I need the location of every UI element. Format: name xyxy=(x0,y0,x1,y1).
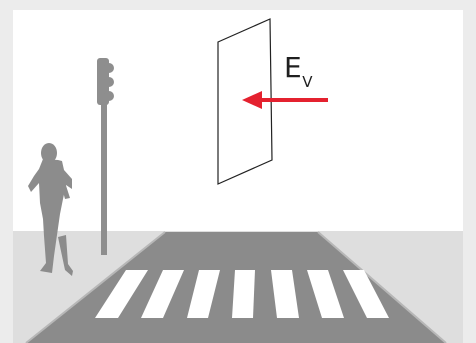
crosswalk-stripe xyxy=(232,270,255,318)
vertical-illuminance-label: EV xyxy=(284,54,312,87)
label-main: E xyxy=(284,51,301,84)
label-subscript: V xyxy=(302,73,312,91)
traffic-light-lamp xyxy=(104,91,114,101)
traffic-light-pole xyxy=(101,95,107,255)
traffic-light-lamp xyxy=(104,63,114,73)
traffic-light-lamp xyxy=(104,77,114,87)
